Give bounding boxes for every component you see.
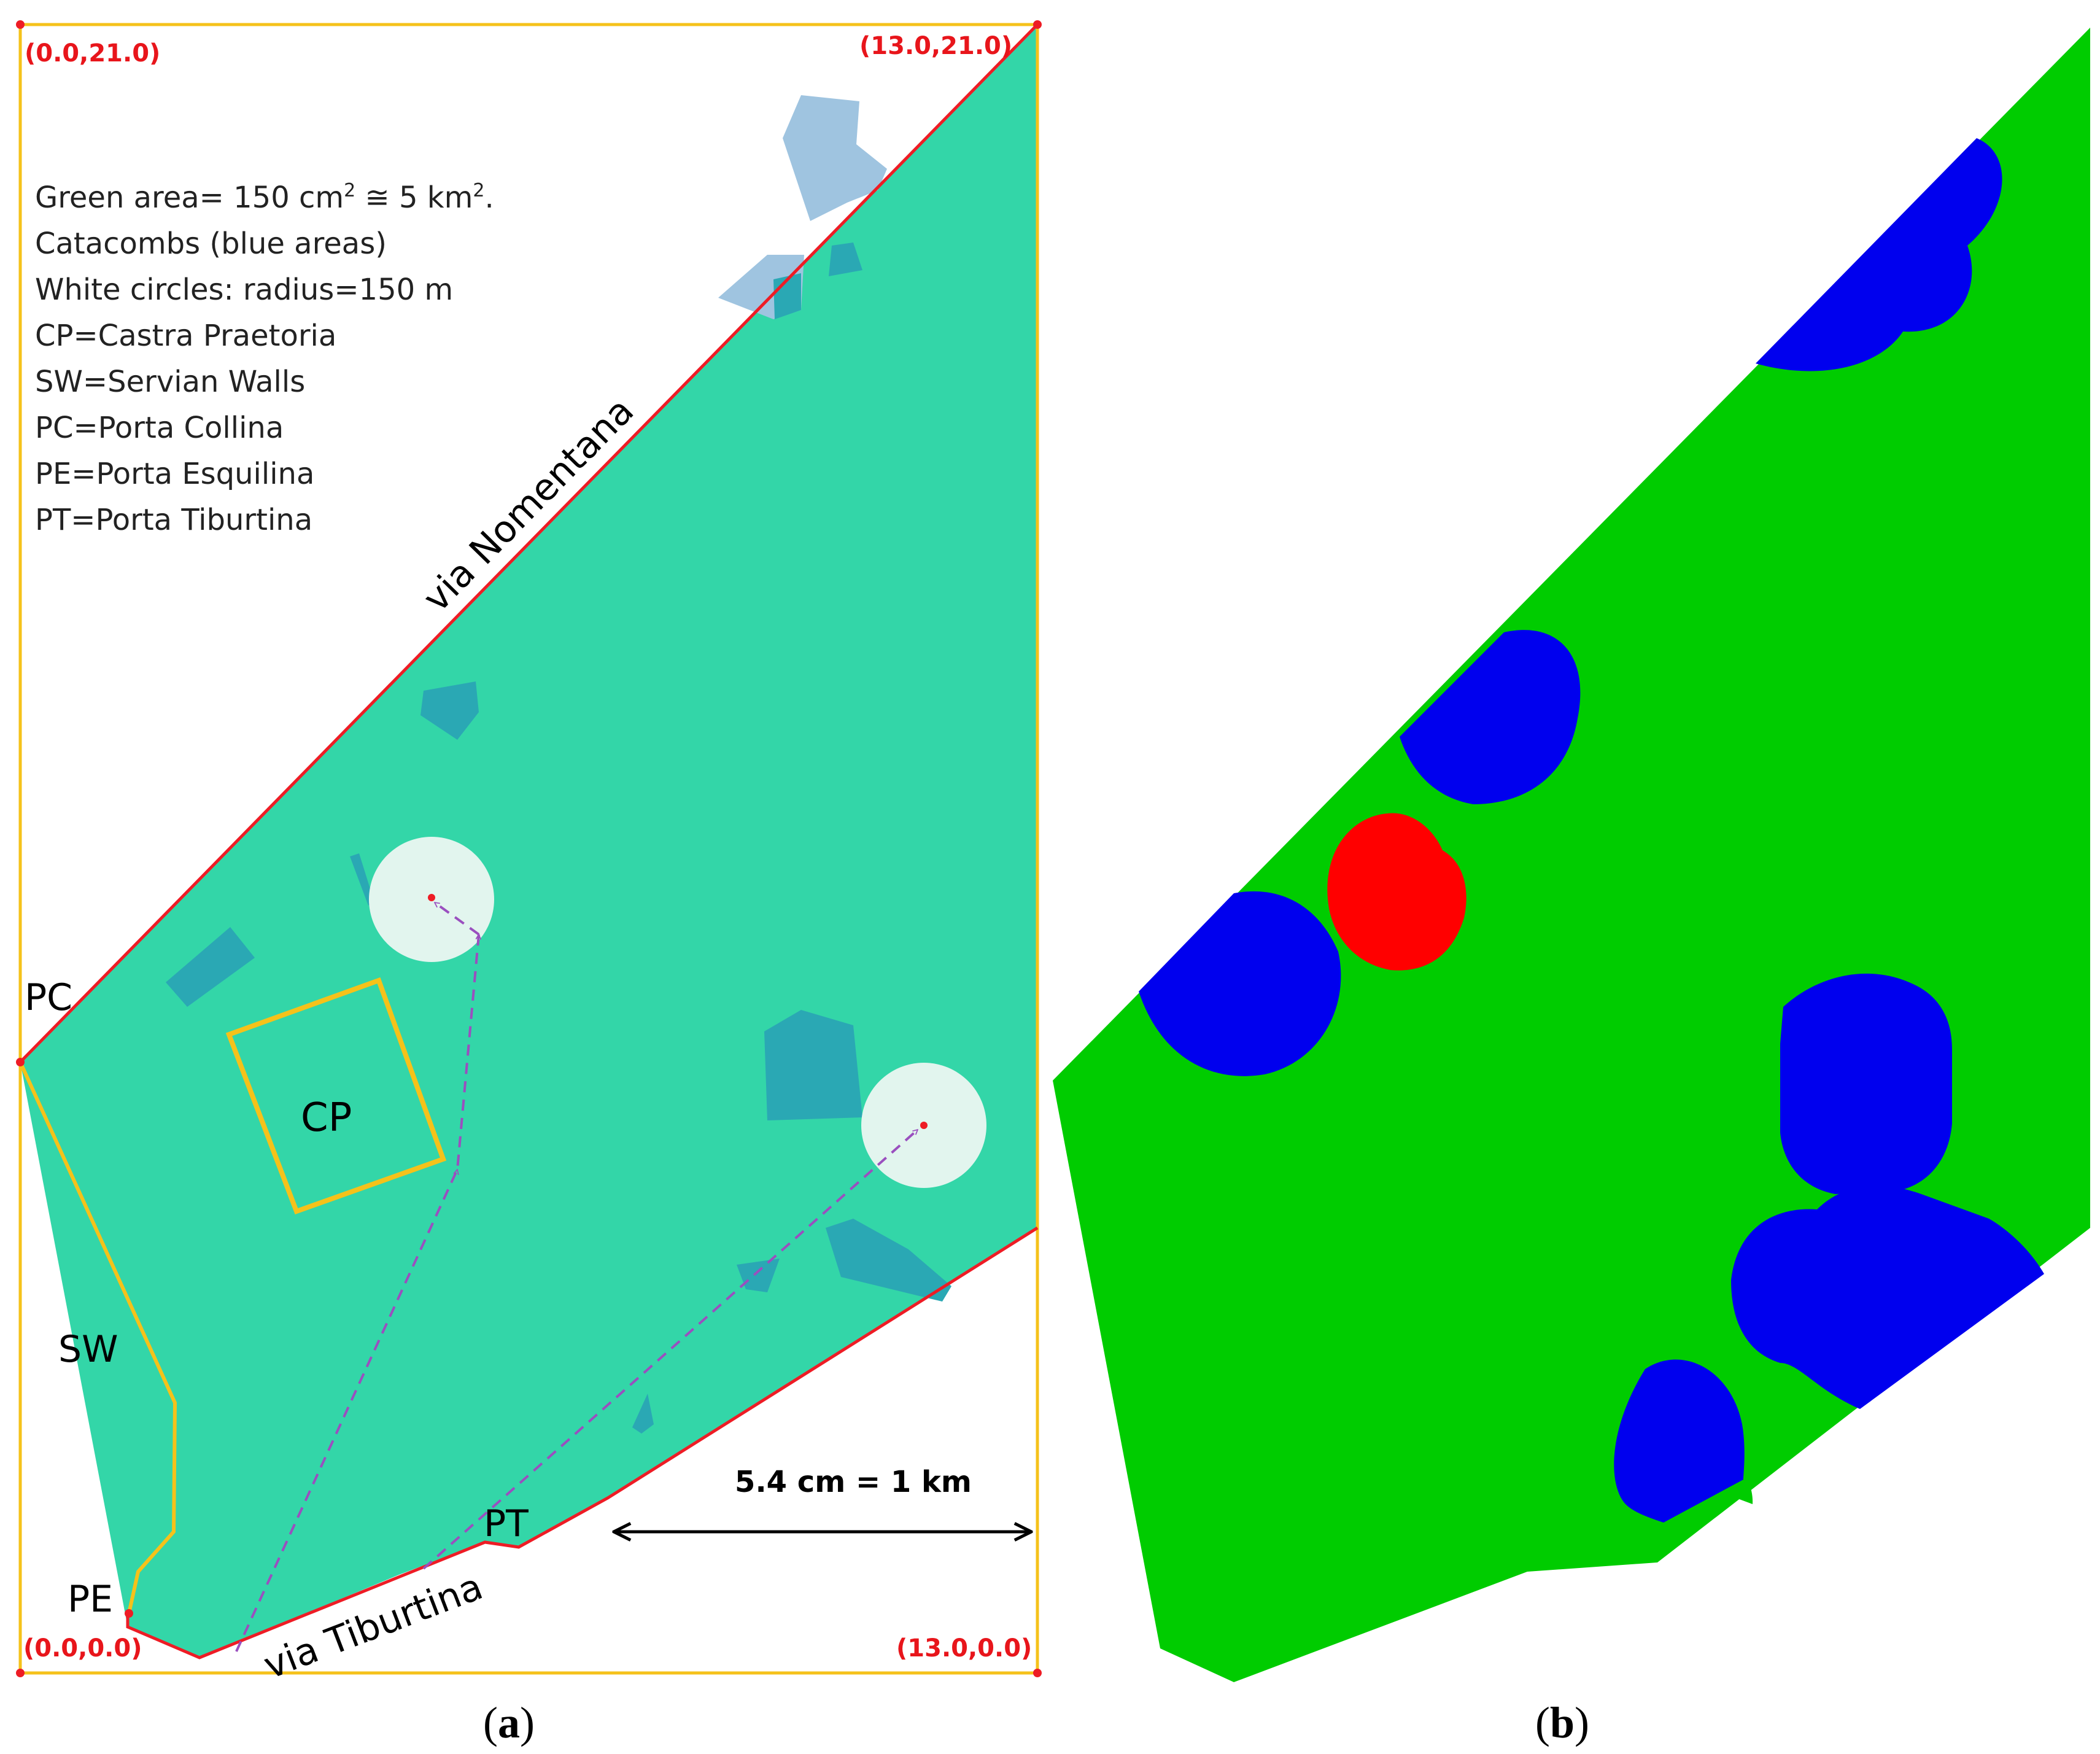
panel-b: (b) (1053, 28, 2090, 1747)
catacomb-8 (632, 1394, 654, 1434)
servian-walls (18, 1061, 177, 1614)
corner-label-bl: (0.0,0.0) (23, 1634, 142, 1663)
label-pe: PE (68, 1578, 113, 1621)
catacomb-small-1 (829, 243, 862, 276)
catacomb-4 (350, 853, 374, 906)
zone-blue-3 (1139, 891, 1341, 1076)
caption-b: (b) (1535, 1698, 1589, 1747)
legend-line-4: SW=Servian Walls (35, 365, 305, 399)
circle-center-2 (920, 1122, 928, 1129)
zone-blue-7 (1614, 1359, 1745, 1523)
path-1 (235, 934, 479, 1652)
label-pt: PT (484, 1502, 529, 1545)
label-sw: SW (58, 1328, 118, 1371)
zone-blue-1 (1756, 138, 2002, 371)
zone-blue-2 (1400, 630, 1581, 804)
panel-a: (0.0,21.0) (13.0,21.0) (0.0,0.0) (13.0,0… (16, 20, 1042, 1747)
castra-praetoria (225, 977, 447, 1215)
scale-label: 5.4 cm = 1 km (735, 1465, 972, 1499)
zone-blue-5 (1731, 1186, 2044, 1409)
legend-line-7: PT=Porta Tiburtina (35, 503, 312, 537)
catacomb-2 (420, 681, 479, 740)
label-cp: CP (301, 1095, 352, 1141)
zone-red (1327, 813, 1467, 971)
road-nomentana (19, 23, 1039, 1063)
green-area (20, 25, 1037, 1658)
caption-a: (a) (483, 1698, 535, 1747)
zone-blue-4 (1780, 973, 1952, 1194)
corner-point-tr (1033, 20, 1042, 29)
corner-label-tr: (13.0,21.0) (859, 32, 1012, 60)
road-tiburtina (126, 1226, 1039, 1659)
corner-point-tl (16, 20, 25, 29)
corner-point-br (1033, 1669, 1042, 1677)
catacomb-5 (764, 1010, 862, 1120)
catacomb-7 (737, 1259, 780, 1292)
circle-center-1 (428, 894, 435, 901)
label-pc: PC (25, 976, 72, 1019)
legend-line-5: PC=Porta Collina (35, 411, 284, 445)
legend-green-area: Green area= 150 cm2 ≅ 5 km2. (35, 180, 494, 215)
map-frame (18, 23, 1039, 1675)
catacomb-3 (166, 927, 255, 1007)
legend-line-3: CP=Castra Praetoria (35, 319, 336, 353)
corner-point-bl (16, 1669, 25, 1677)
catacomb-6 (826, 1219, 951, 1302)
corner-label-br: (13.0,0.0) (896, 1634, 1032, 1663)
legend-line-1: Catacombs (blue areas) (35, 227, 387, 261)
catacomb-light-1 (783, 95, 887, 221)
porta-collina-point (16, 1058, 25, 1066)
corner-label-tl: (0.0,21.0) (25, 39, 160, 68)
legend: Green area= 150 cm2 ≅ 5 km2. Catacombs (… (35, 180, 494, 537)
legend-line-6: PE=Porta Esquilina (35, 457, 314, 491)
legend-line-2: White circles: radius=150 m (35, 273, 453, 307)
porta-esquilina-point (125, 1609, 133, 1618)
path-1-end (435, 901, 480, 936)
